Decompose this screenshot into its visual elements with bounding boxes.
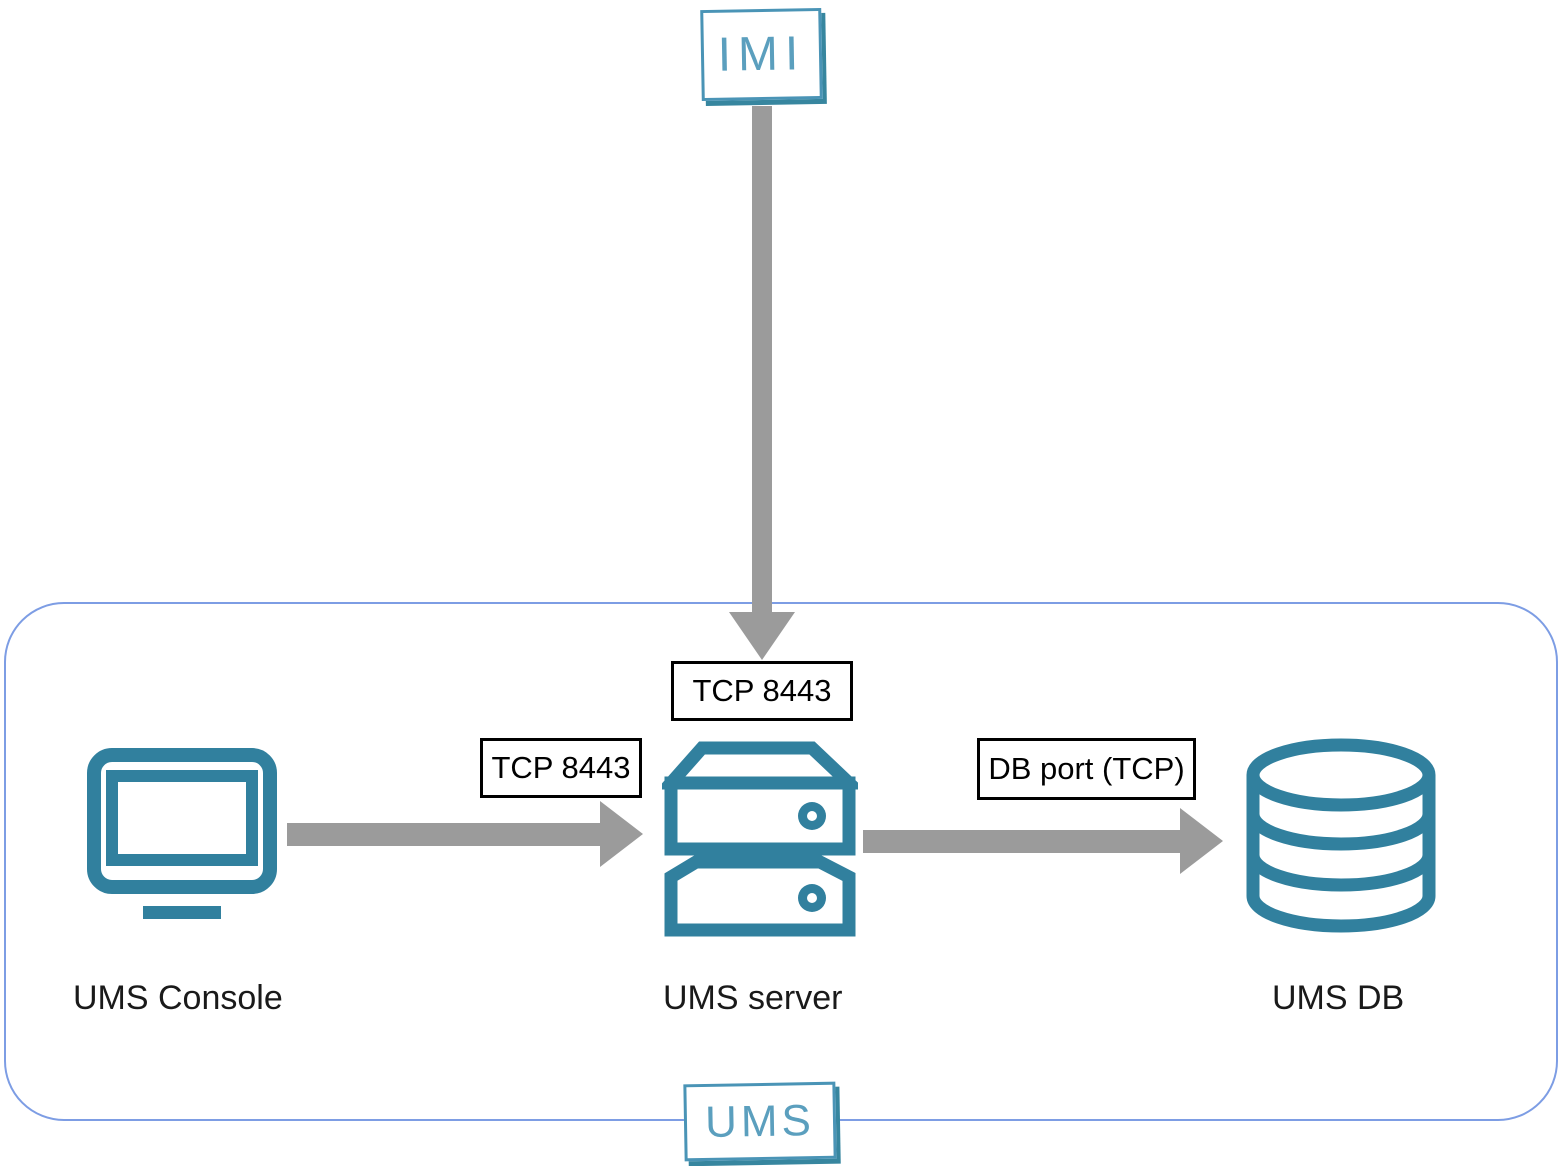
- node-label-ums-server: UMS server: [663, 979, 843, 1017]
- arrow-imi-to-server-shaft: [752, 106, 772, 614]
- node-label-ums-db: UMS DB: [1272, 979, 1405, 1017]
- port-label-server-to-db: DB port (TCP): [977, 738, 1196, 800]
- ums-boundary-tag-label: UMS: [704, 1095, 816, 1147]
- database-icon: [1244, 738, 1440, 939]
- node-label-ums-console: UMS Console: [73, 979, 283, 1017]
- port-label-imi-to-server: TCP 8443: [671, 661, 853, 721]
- arrow-console-to-server-head-icon: [600, 801, 643, 867]
- arrow-imi-to-server-head-icon: [729, 612, 795, 660]
- imi-node-box: IMI: [700, 7, 823, 102]
- server-icon: [656, 740, 866, 945]
- imi-node-label: IMI: [717, 27, 806, 82]
- ums-boundary-tag-box: UMS: [683, 1081, 837, 1162]
- monitor-icon: [86, 748, 278, 925]
- arrow-server-to-db-head-icon: [1180, 808, 1223, 874]
- port-label-server-to-db-text: DB port (TCP): [988, 751, 1185, 786]
- port-label-console-to-server: TCP 8443: [480, 738, 642, 798]
- arrow-console-to-server-shaft: [287, 823, 602, 846]
- port-label-console-to-server-text: TCP 8443: [491, 750, 631, 785]
- port-label-imi-to-server-text: TCP 8443: [692, 673, 832, 708]
- arrow-server-to-db-shaft: [863, 830, 1181, 853]
